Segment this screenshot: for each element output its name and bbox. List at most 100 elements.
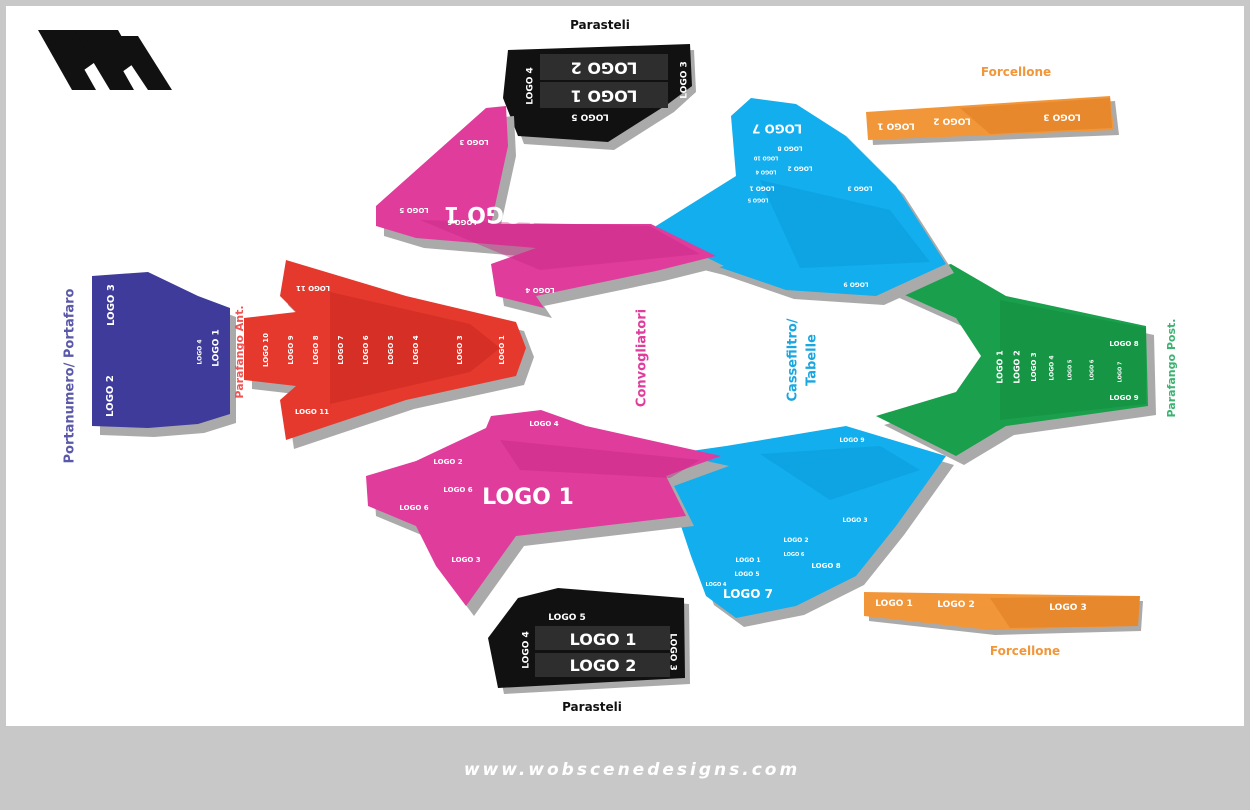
logo-11-parafango-bottom: LOGO 11 xyxy=(295,408,329,416)
logo-6-parafango: LOGO 6 xyxy=(362,335,370,364)
label-parafango-ant: Parafango Ant. xyxy=(233,305,246,398)
logo-3-forcellone-top: LOGO 3 xyxy=(1043,112,1081,122)
logo-2-cassefiltro-bottom: LOGO 2 xyxy=(784,537,809,544)
logo-2-parafango-post: LOGO 2 xyxy=(1013,350,1022,383)
logo-5-bottom-parasteli: LOGO 5 xyxy=(548,613,586,623)
logo-3-bottom-parasteli: LOGO 3 xyxy=(668,633,678,671)
logo-9-parafango: LOGO 9 xyxy=(287,335,295,364)
logo-3-convogliatore-bottom: LOGO 3 xyxy=(451,556,480,564)
logo-3-convogliatore-top: LOGO 3 xyxy=(459,138,488,146)
logo-5-parafango-post: LOGO 5 xyxy=(1068,359,1074,380)
logo-1-portanumero: LOGO 1 xyxy=(212,329,222,367)
logo-8-cassefiltro-top: LOGO 8 xyxy=(778,145,803,152)
convogliatore-bottom-shape xyxy=(366,410,721,606)
logo-3-parafango-post: LOGO 3 xyxy=(1030,352,1038,381)
parafango-posteriore-shape xyxy=(876,264,1148,456)
logo-2-top-parasteli: LOGO 2 xyxy=(571,59,638,78)
parasteli-bottom: LOGO 1 LOGO 2 LOGO 5 LOGO 4 LOGO 3 xyxy=(488,588,690,694)
logo-11-parafango-top: LOGO 11 xyxy=(296,284,330,292)
logo-6-parafango-post: LOGO 6 xyxy=(1090,359,1096,380)
logo-4-cassefiltro-bottom: LOGO 4 xyxy=(706,582,727,588)
logo-2-convogliatore-bottom: LOGO 2 xyxy=(433,458,462,466)
convogliatore-top: LOGO 1 LOGO 3 LOGO 5 LOGO 6 LOGO 2 LOGO … xyxy=(376,106,724,318)
label-cassefiltro-1: Cassefiltro/ xyxy=(786,318,801,401)
logo-4-convogliatore-bottom: LOGO 4 xyxy=(529,420,558,428)
forcellone-bottom: LOGO 1 LOGO 2 LOGO 3 xyxy=(864,592,1143,635)
logo-5-parafango: LOGO 5 xyxy=(387,335,395,364)
logo-1-parafango-post: LOGO 1 xyxy=(996,350,1005,384)
logo-7-cassefiltro-bottom: LOGO 7 xyxy=(723,587,773,601)
logo-3-portanumero: LOGO 3 xyxy=(106,284,117,326)
parafango-anteriore: LOGO 11 LOGO 11 LOGO 10 LOGO 9 LOGO 8 LO… xyxy=(244,260,534,449)
label-portanumero: Portanumero/ Portafaro xyxy=(63,288,78,463)
label-forcellone-top: Forcellone xyxy=(981,65,1051,79)
logo-1-top-parasteli: LOGO 1 xyxy=(571,87,638,106)
logo-8-parafango: LOGO 8 xyxy=(312,335,320,364)
logo-1-forcellone-bottom: LOGO 1 xyxy=(875,599,913,609)
logo-8-cassefiltro-bottom: LOGO 8 xyxy=(811,562,840,570)
cassefiltro-top-shape xyxy=(656,98,946,296)
logo-1-forcellone-top: LOGO 1 xyxy=(877,121,915,131)
logo-6-cassefiltro-bottom: LOGO 6 xyxy=(784,552,805,558)
logo-4-cassefiltro-top: LOGO 4 xyxy=(755,169,776,175)
brand-logo-icon xyxy=(38,30,172,90)
logo-5-cassefiltro-bottom: LOGO 5 xyxy=(735,571,760,578)
forcellone-top: LOGO 3 LOGO 2 LOGO 1 xyxy=(866,96,1119,145)
logo-3-cassefiltro-top: LOGO 3 xyxy=(848,185,873,192)
cassefiltro-bottom: LOGO 7 LOGO 8 LOGO 9 LOGO 3 LOGO 2 LOGO … xyxy=(656,426,954,627)
logo-3-parafango: LOGO 3 xyxy=(456,335,464,364)
portanumero: LOGO 3 LOGO 2 LOGO 1 LOGO 4 xyxy=(92,272,236,437)
logo-7-parafango: LOGO 7 xyxy=(337,335,345,364)
logo-2-convogliatore-top: LOGO 2 xyxy=(443,251,472,259)
logo-6-convogliatore-bottom-b: LOGO 6 xyxy=(443,486,472,494)
footer-url: www.wobscenedesigns.com xyxy=(464,760,800,780)
logo-4-top-parasteli: LOGO 4 xyxy=(526,67,536,105)
logo-5-convogliatore-top: LOGO 5 xyxy=(399,206,428,214)
logo-3-cassefiltro-bottom: LOGO 3 xyxy=(843,517,868,524)
logo-1-bottom-parasteli: LOGO 1 xyxy=(570,630,637,649)
logo-4-parafango-post: LOGO 4 xyxy=(1049,356,1056,381)
cassefiltro-bottom-shape xyxy=(656,426,946,618)
convogliatore-top-shape xyxy=(376,106,716,308)
logo-7-parafango-post: LOGO 7 xyxy=(1118,361,1124,382)
label-parasteli-top: Parasteli xyxy=(570,18,630,32)
parasteli-top: LOGO 2 LOGO 1 LOGO 5 LOGO 4 LOGO 3 xyxy=(503,44,696,150)
logo-10-cassefiltro-top: LOGO 10 xyxy=(753,155,778,161)
cassefiltro-top: LOGO 7 LOGO 8 LOGO 10 LOGO 2 LOGO 4 LOGO… xyxy=(656,98,954,305)
logo-2-forcellone-bottom: LOGO 2 xyxy=(937,600,975,610)
label-convogliatori: Convogliatori xyxy=(635,309,650,407)
logo-3-forcellone-bottom: LOGO 3 xyxy=(1049,603,1087,613)
convogliatore-bottom: LOGO 1 LOGO 4 LOGO 2 LOGO 6 LOGO 6 LOGO … xyxy=(366,410,729,616)
logo-1-cassefiltro-bottom: LOGO 1 xyxy=(736,557,761,564)
logo-1-cassefiltro-top: LOGO 1 xyxy=(750,185,775,192)
logo-4-convogliatore-top: LOGO 4 xyxy=(525,286,554,294)
logo-4-bottom-parasteli: LOGO 4 xyxy=(522,631,532,669)
logo-8-parafango-post: LOGO 8 xyxy=(1109,340,1138,348)
logo-4-portanumero: LOGO 4 xyxy=(197,340,204,365)
logo-2-portanumero: LOGO 2 xyxy=(105,375,116,417)
logo-2-bottom-parasteli: LOGO 2 xyxy=(570,656,637,675)
label-forcellone-bottom: Forcellone xyxy=(990,644,1060,658)
parafango-posteriore: LOGO 1 LOGO 2 LOGO 3 LOGO 4 LOGO 5 LOGO … xyxy=(876,264,1156,465)
logo-5-top-parasteli: LOGO 5 xyxy=(571,112,609,122)
logo-9-parafango-post: LOGO 9 xyxy=(1109,394,1138,402)
logo-7-cassefiltro-top: LOGO 7 xyxy=(752,122,802,136)
logo-6-convogliatore-bottom-a: LOGO 6 xyxy=(399,504,428,512)
logo-1-convogliatore-bottom: LOGO 1 xyxy=(482,485,574,510)
logo-10-parafango: LOGO 10 xyxy=(262,333,270,367)
logo-5-cassefiltro-top: LOGO 5 xyxy=(747,197,768,203)
logo-3-top-parasteli: LOGO 3 xyxy=(680,61,690,99)
label-cassefiltro-2: Tabelle xyxy=(805,334,820,386)
label-parasteli-bottom: Parasteli xyxy=(562,700,622,714)
logo-1-convogliatore-top: LOGO 1 xyxy=(444,201,536,226)
logo-2-forcellone-top: LOGO 2 xyxy=(933,116,971,126)
portanumero-shape xyxy=(92,272,230,428)
label-parafango-post: Parafango Post. xyxy=(1165,319,1178,418)
logo-2-cassefiltro-top: LOGO 2 xyxy=(788,165,813,172)
logo-1-parafango: LOGO 1 xyxy=(498,335,506,364)
logo-4-parafango: LOGO 4 xyxy=(412,335,420,364)
logo-9-cassefiltro-top: LOGO 9 xyxy=(844,281,869,288)
logo-6-convogliatore-top: LOGO 6 xyxy=(447,218,476,226)
logo-9-cassefiltro-bottom: LOGO 9 xyxy=(840,437,865,444)
